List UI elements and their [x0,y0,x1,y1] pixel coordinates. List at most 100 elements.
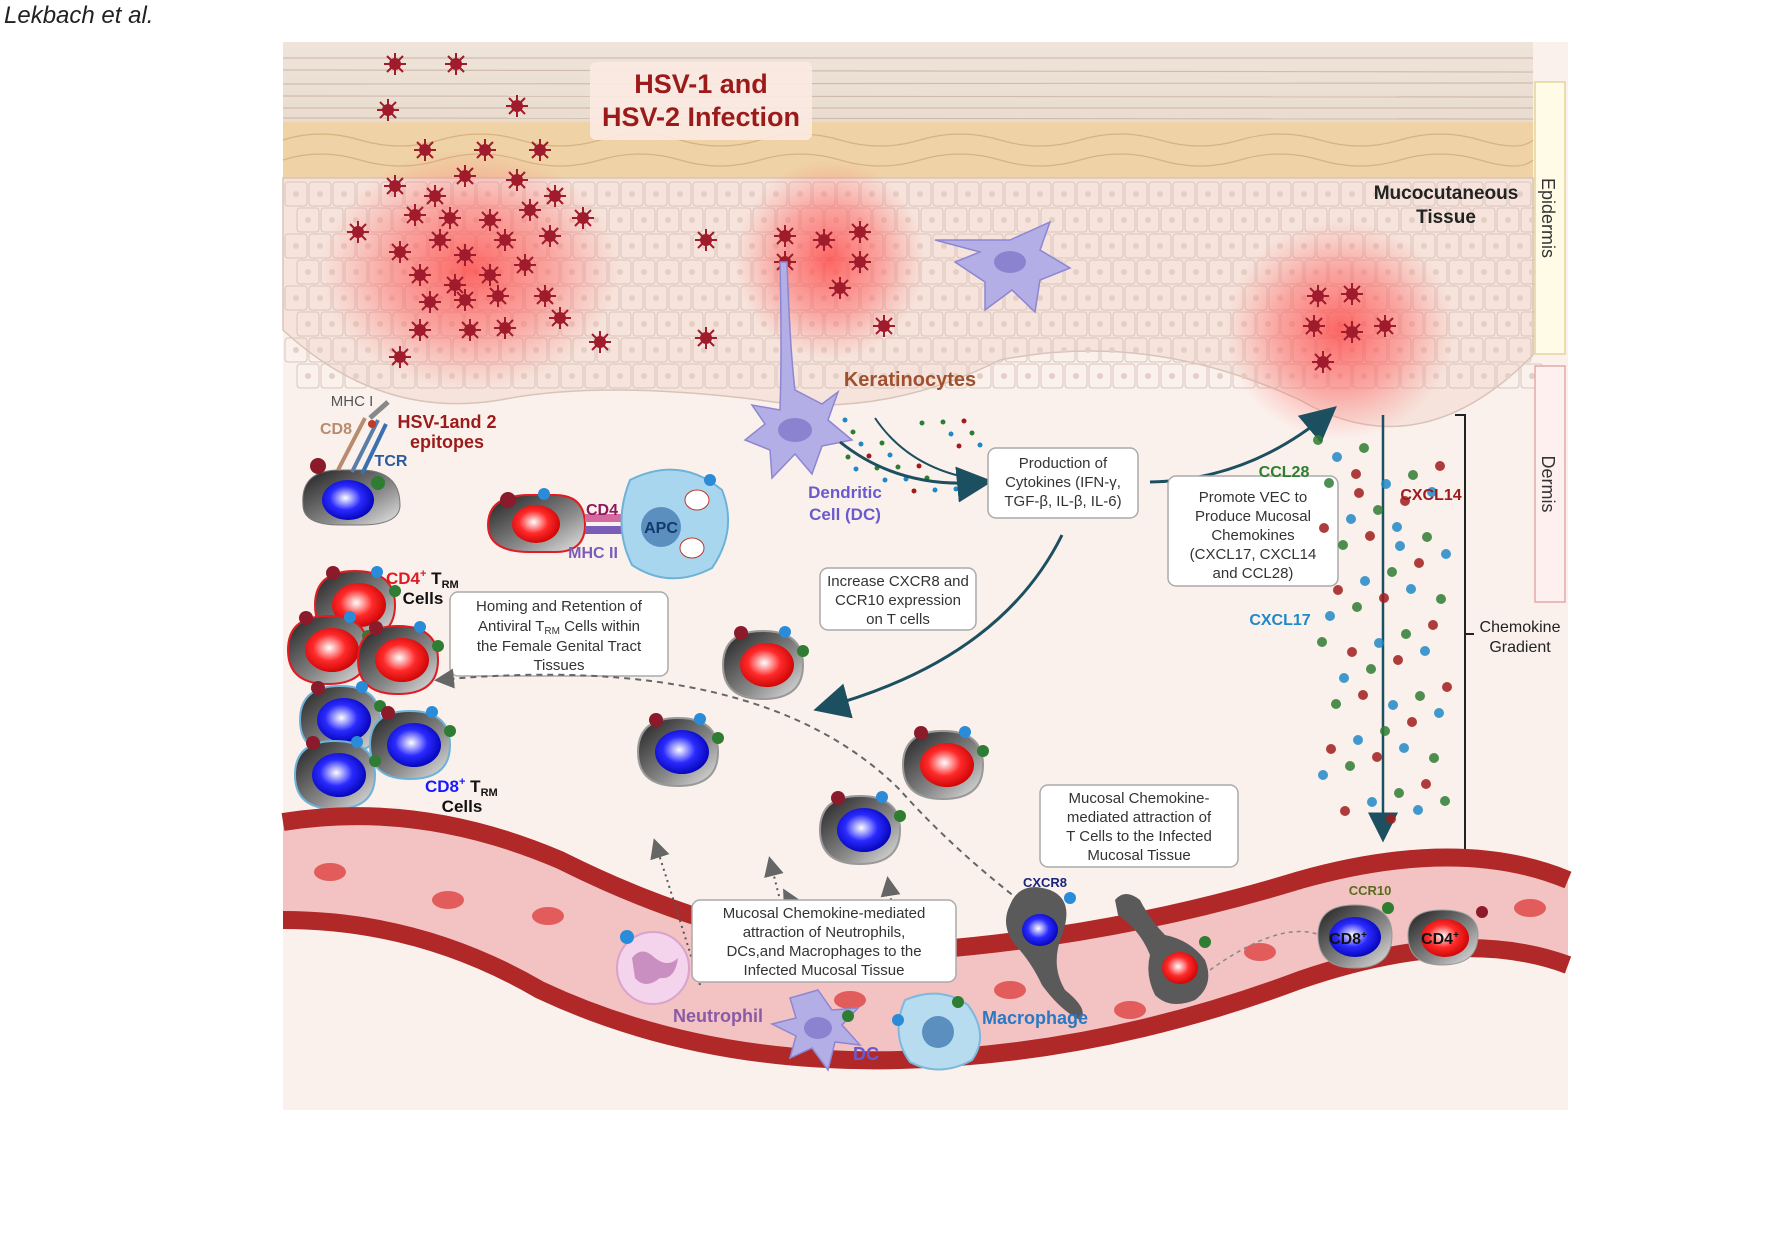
cd8-blood-label: CD8+ [1329,930,1367,948]
keratinocyte [1136,259,1160,285]
keratinocyte-nucleus [293,243,299,249]
cd4-label: CD4 [586,502,618,519]
keratinocyte-nucleus [629,243,635,249]
keratinocyte [692,285,716,311]
cxcr8-expression-box [819,567,977,631]
cytokine-to-tcell-arrow [813,534,1064,719]
keratinocyte [1472,259,1496,285]
keratinocyte [968,207,992,233]
keratinocyte [944,311,968,337]
keratinocyte-nucleus [1121,373,1127,379]
cytokine-dot [882,477,888,483]
cytokine-dot [919,420,925,426]
keratinocyte [656,259,680,285]
keratinocyte [1076,285,1100,311]
hsv-virion [1306,284,1330,308]
keratinocyte [1184,363,1208,389]
red-blood-cell [1114,1001,1146,1019]
keratinocyte-nucleus [1013,191,1019,197]
keratinocyte [740,337,764,363]
keratinocyte-nucleus [1217,217,1223,223]
keratinocyte [284,181,308,207]
promote-text-5: and CCL28) [1213,565,1294,582]
keratinocyte-nucleus [1061,191,1067,197]
receptor [977,745,989,757]
keratinocyte [1448,363,1472,389]
hsv-virion [505,94,529,118]
infection-focus [735,160,925,360]
keratinocyte [992,363,1016,389]
hsv-virion [773,224,797,248]
chemokine-dot [1386,814,1396,824]
keratinocyte-nucleus [653,191,659,197]
keratinocyte [308,337,332,363]
keratinocyte-nucleus [1157,295,1163,301]
chemokine-dot [1325,611,1335,621]
tcell-nucleus [387,723,441,767]
tissue-label-1: Mucocutaneous [1374,183,1519,204]
keratinocyte-nucleus [749,191,755,197]
keratinocyte [1412,181,1436,207]
keratinocyte-nucleus [1481,373,1487,379]
extravasating-cd8-tcell [1006,887,1083,1020]
keratinocyte [656,311,680,337]
keratinocyte [1100,337,1124,363]
cytokine-dot [916,463,922,469]
keratinocyte [1316,181,1340,207]
keratinocyte [800,363,824,389]
cd4-trm-label: CD4+ TRM [386,568,459,591]
keratinocyte [1124,233,1148,259]
receptor [381,706,395,720]
innate-attraction-1: Mucosal Chemokine-mediated [723,905,926,922]
keratinocyte [992,207,1016,233]
hsv-virion [694,326,718,350]
cytokine-dot [850,429,856,435]
keratinocyte-nucleus [701,191,707,197]
red-blood-cell [432,891,464,909]
keratinocyte-nucleus [881,373,887,379]
receptor [299,611,313,625]
chemokine-dot [1388,700,1398,710]
dc-label-1: Dendritic [808,483,882,502]
keratinocyte-nucleus [1505,321,1511,327]
keratinocyte-nucleus [1061,347,1067,353]
receptor [326,566,340,580]
homing-text-2: Antiviral TRM Cells within [478,618,640,637]
keratinocyte [704,311,728,337]
keratinocyte [932,285,956,311]
keratinocyte [1100,233,1124,259]
keratinocyte [1496,311,1520,337]
keratinocyte [704,259,728,285]
dc-small-label: DC [853,1044,879,1064]
circulating-cd4-tcell [1407,906,1488,966]
keratinocyte [1172,233,1196,259]
keratinocyte [704,363,728,389]
keratinocyte-nucleus [713,217,719,223]
chemokine-dot [1352,602,1362,612]
keratinocyte [1016,363,1040,389]
cytokine-dot [879,440,885,446]
hsv-virion [513,253,537,277]
keratinocyte [1460,285,1484,311]
tcell-migration-path [1209,930,1321,971]
keratinocyte-nucleus [1409,217,1415,223]
dc-to-cytokine-arrow [874,417,981,481]
keratinocyte [1172,285,1196,311]
keratinocyte [620,233,644,259]
keratinocyte-nucleus [749,347,755,353]
keratinocyte-nucleus [1061,295,1067,301]
keratinocyte-nucleus [1481,321,1487,327]
keratinocyte [1292,181,1316,207]
hsv-virion [443,273,467,297]
keratinocyte [728,363,752,389]
keratinocyte [1136,363,1160,389]
keratinocyte-nucleus [1181,243,1187,249]
keratinocyte-nucleus [1073,321,1079,327]
keratinocyte-nucleus [317,347,323,353]
keratinocyte-nucleus [1109,295,1115,301]
cytokine-dot [940,419,946,425]
red-blood-cell [1244,943,1276,961]
innate-attraction-2: attraction of Neutrophils, [743,924,906,941]
keratinocyte-nucleus [1193,217,1199,223]
chemokine-dot [1440,796,1450,806]
